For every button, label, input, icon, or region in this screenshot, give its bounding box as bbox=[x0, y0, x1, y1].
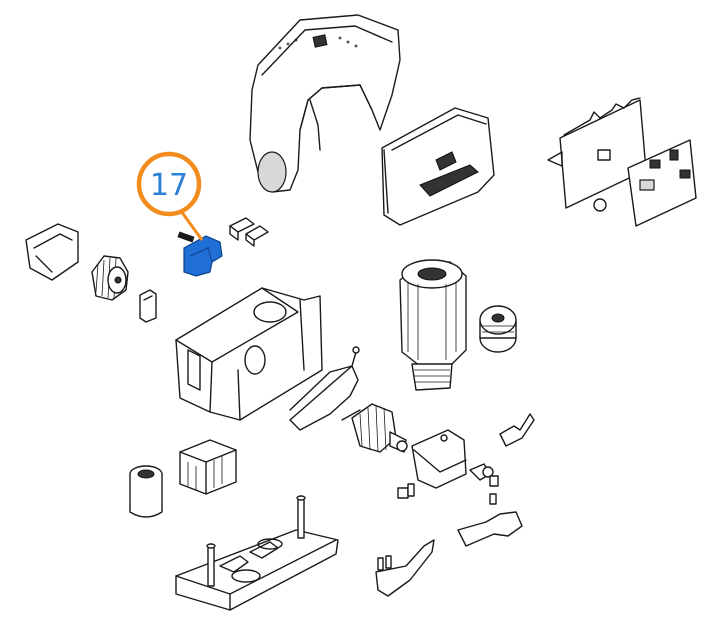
pulley bbox=[479, 305, 517, 353]
motor-housing bbox=[175, 287, 323, 421]
transformer bbox=[179, 439, 237, 495]
part-17-highlight bbox=[177, 231, 223, 277]
small-bracket bbox=[139, 289, 157, 323]
base-plate bbox=[175, 495, 339, 611]
top-cover bbox=[249, 14, 401, 193]
gasket-wire bbox=[289, 346, 360, 431]
callout-17: 17 bbox=[136, 151, 204, 241]
rotor bbox=[341, 403, 408, 453]
lock-cylinder bbox=[469, 463, 499, 487]
limit-switch-bracket-right bbox=[457, 511, 523, 547]
connector-blocks bbox=[229, 217, 269, 247]
control-board bbox=[547, 97, 697, 227]
front-cover bbox=[381, 107, 495, 226]
limit-switch-bracket-left bbox=[375, 539, 435, 597]
capacitor bbox=[129, 465, 163, 518]
callout-number: 17 bbox=[150, 168, 188, 203]
pinion-gear bbox=[91, 255, 129, 301]
end-cap bbox=[25, 223, 79, 281]
small-pins bbox=[397, 483, 497, 505]
release-key bbox=[499, 413, 535, 447]
stator bbox=[399, 259, 467, 391]
release-cover bbox=[411, 429, 467, 489]
